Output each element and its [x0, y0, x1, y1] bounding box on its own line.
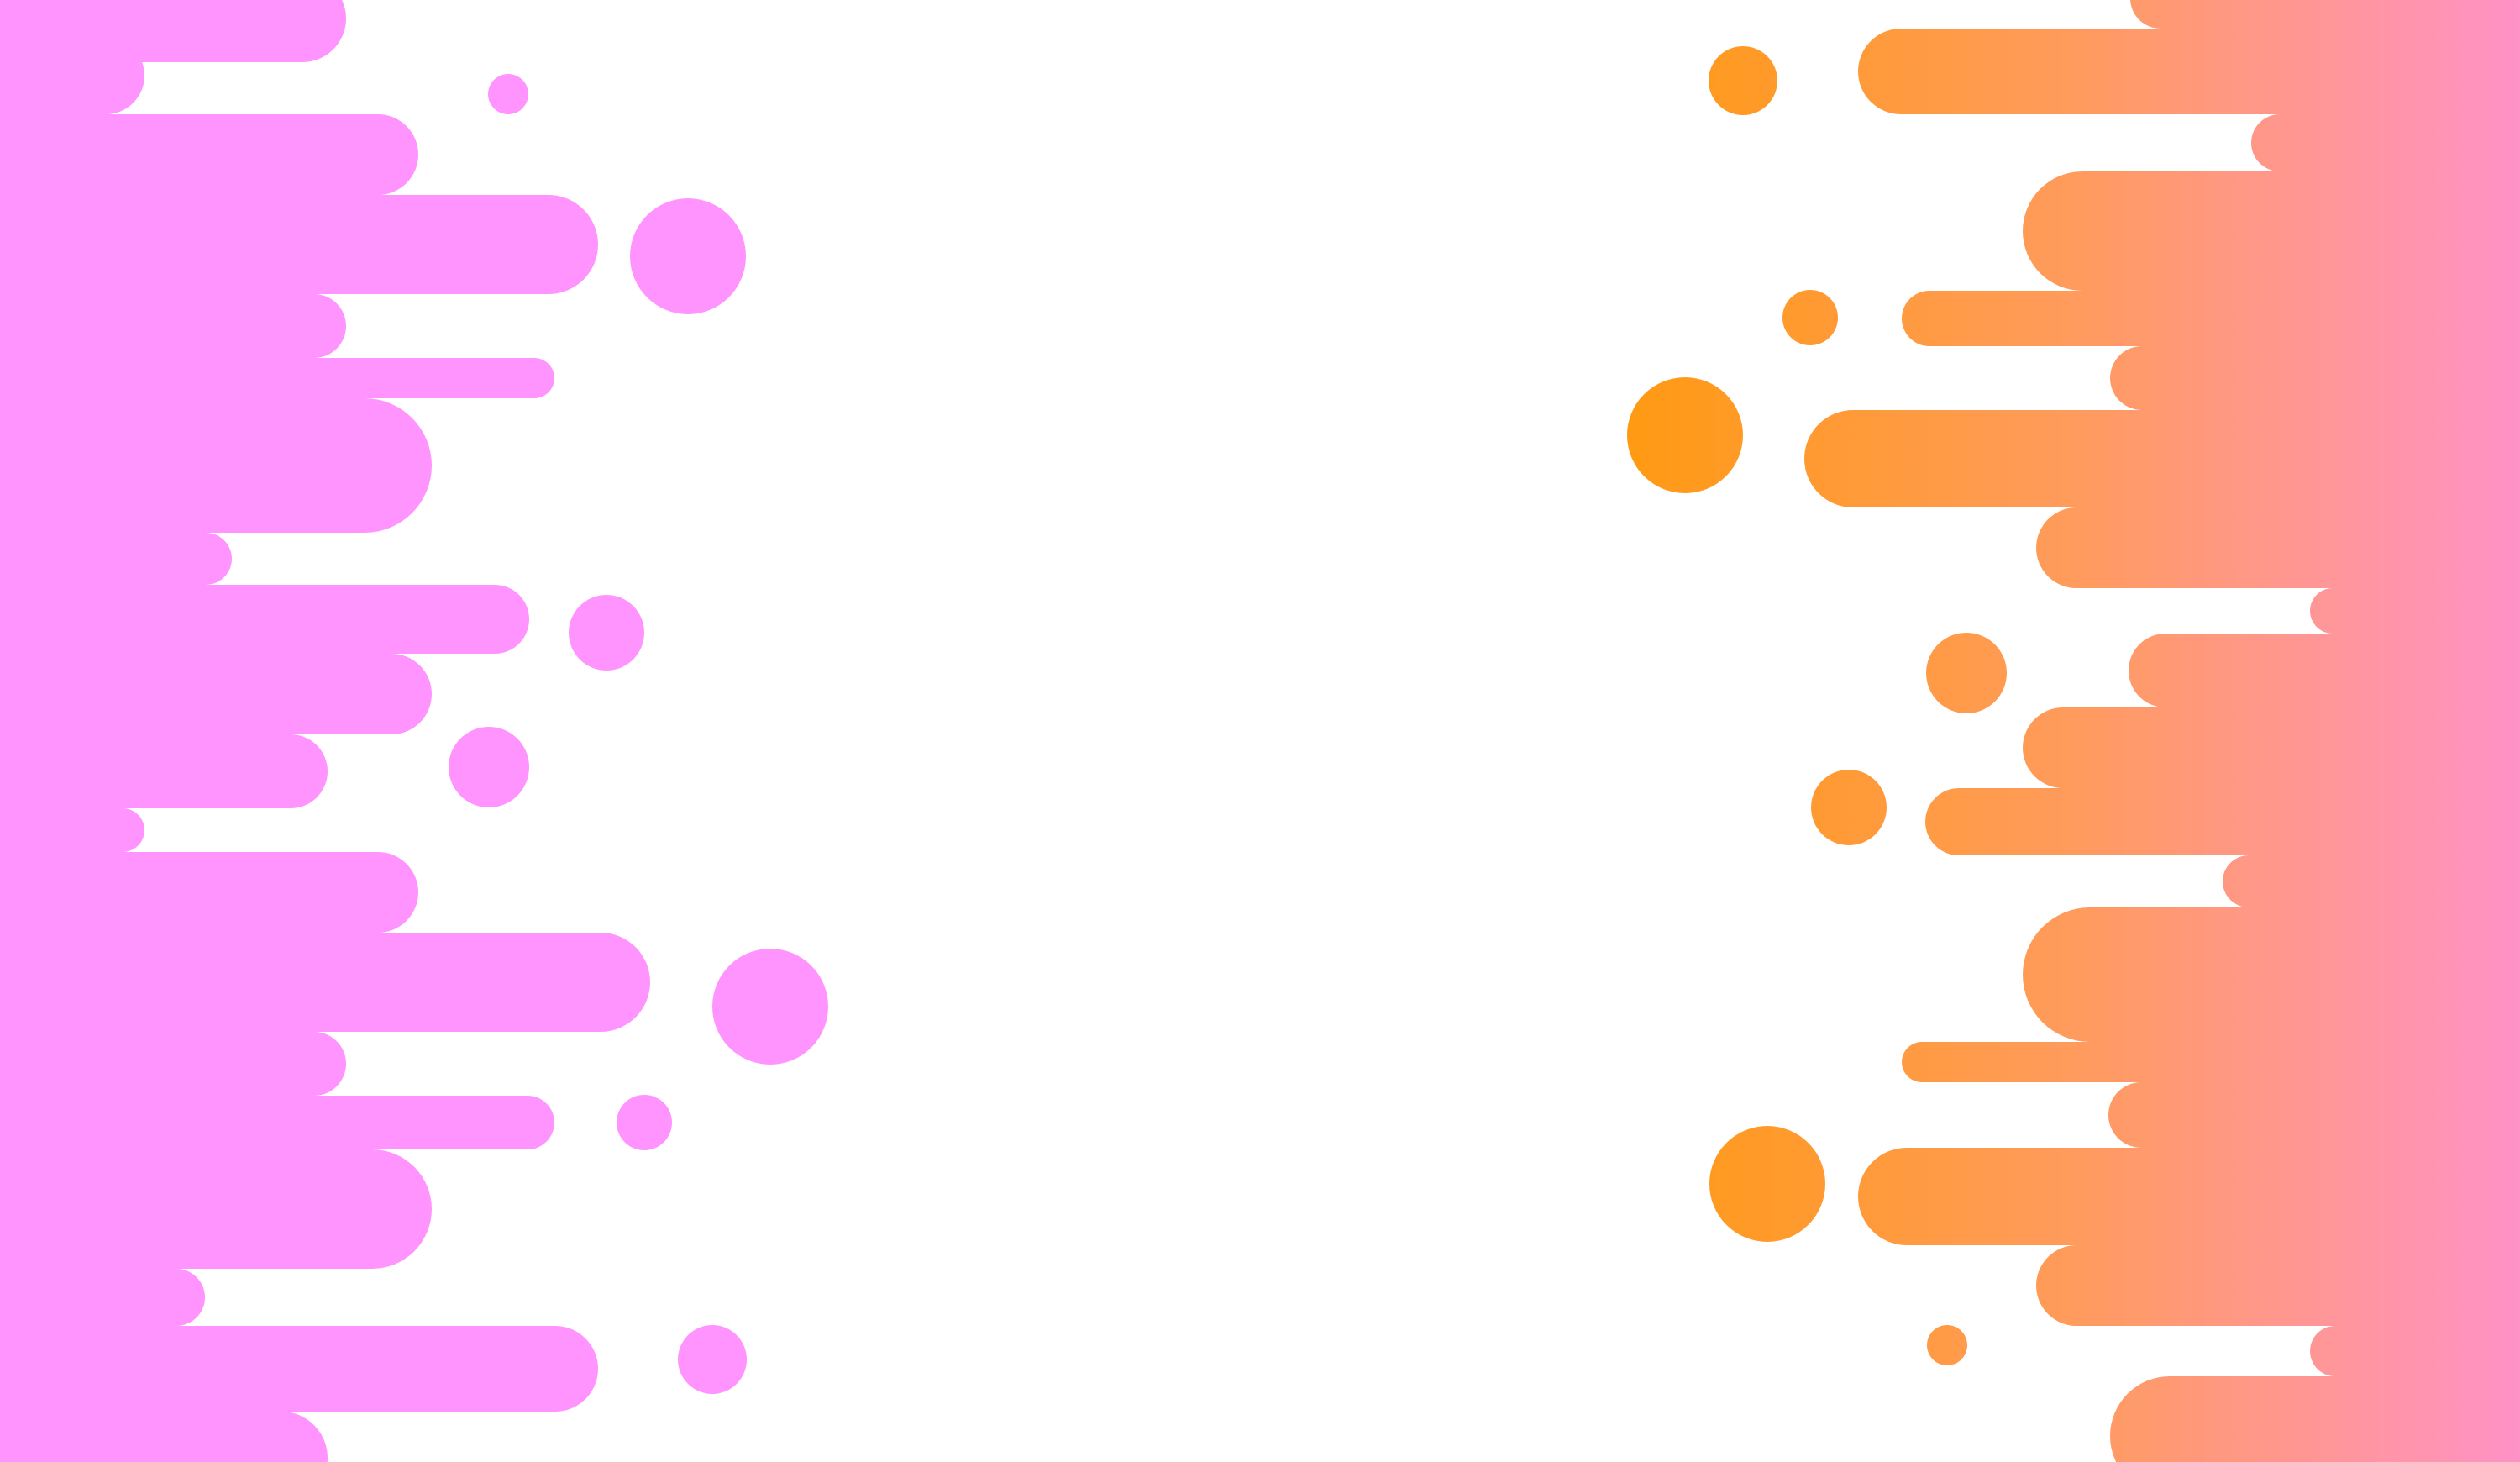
left-stripe: [0, 195, 598, 294]
right-stripe: [1804, 410, 2520, 507]
right-stripe: [2036, 507, 2520, 588]
left-stripe: [0, 533, 232, 585]
right-stripe: [2108, 1082, 2520, 1148]
left-dot: [617, 1095, 672, 1150]
left-stripe: [0, 1149, 432, 1269]
left-stripe: [0, 294, 346, 358]
right-dot: [1927, 1325, 1967, 1365]
left-stripe: [0, 1032, 346, 1096]
right-stripe: [2036, 1245, 2520, 1326]
left-dot: [449, 727, 529, 807]
right-dot: [1782, 290, 1838, 345]
left-stripe: [0, 358, 554, 398]
left-dot: [488, 74, 528, 114]
right-dot: [1709, 46, 1777, 115]
right-stripe: [2023, 171, 2520, 291]
right-stripe: [2310, 588, 2520, 634]
left-stripe: [0, 734, 328, 808]
right-gradient-dots: [1627, 46, 2007, 1365]
left-stripe: [0, 1096, 554, 1149]
right-gradient-stripes: [1804, 0, 2520, 1462]
left-dot: [569, 595, 644, 671]
right-stripe: [2023, 707, 2520, 788]
left-dot: [630, 198, 746, 314]
left-stripe: [0, 585, 529, 654]
left-stripe: [0, 37, 144, 114]
right-dot: [1627, 377, 1743, 493]
right-stripe: [1925, 788, 2520, 855]
left-stripe: [0, 114, 418, 195]
left-stripe: [0, 933, 650, 1032]
right-dot: [1709, 1126, 1825, 1242]
left-stripe: [0, 1269, 205, 1326]
left-stripe: [0, 398, 432, 533]
left-stripe: [0, 808, 144, 852]
right-stripe: [1902, 291, 2520, 346]
right-stripe: [1902, 1042, 2520, 1082]
left-stripe: [0, 654, 432, 734]
right-stripe: [2110, 346, 2520, 410]
right-stripe: [1858, 1148, 2520, 1245]
right-stripe: [1858, 29, 2520, 114]
left-stripe: [0, 852, 418, 933]
left-pink-stripes: [0, 0, 650, 1462]
right-stripe: [2023, 907, 2520, 1042]
right-stripe: [2130, 0, 2520, 29]
right-stripe: [2251, 114, 2520, 171]
left-dot: [678, 1325, 747, 1394]
right-stripe: [2110, 1376, 2520, 1462]
right-stripe: [2129, 634, 2520, 707]
right-dot: [1811, 770, 1887, 845]
left-stripe: [0, 1412, 328, 1462]
right-dot: [1926, 633, 2007, 713]
right-stripe: [2310, 1326, 2520, 1376]
left-dot: [712, 949, 828, 1065]
left-pink-dots: [449, 74, 828, 1394]
left-stripe: [0, 1326, 598, 1412]
right-stripe: [2223, 855, 2520, 907]
